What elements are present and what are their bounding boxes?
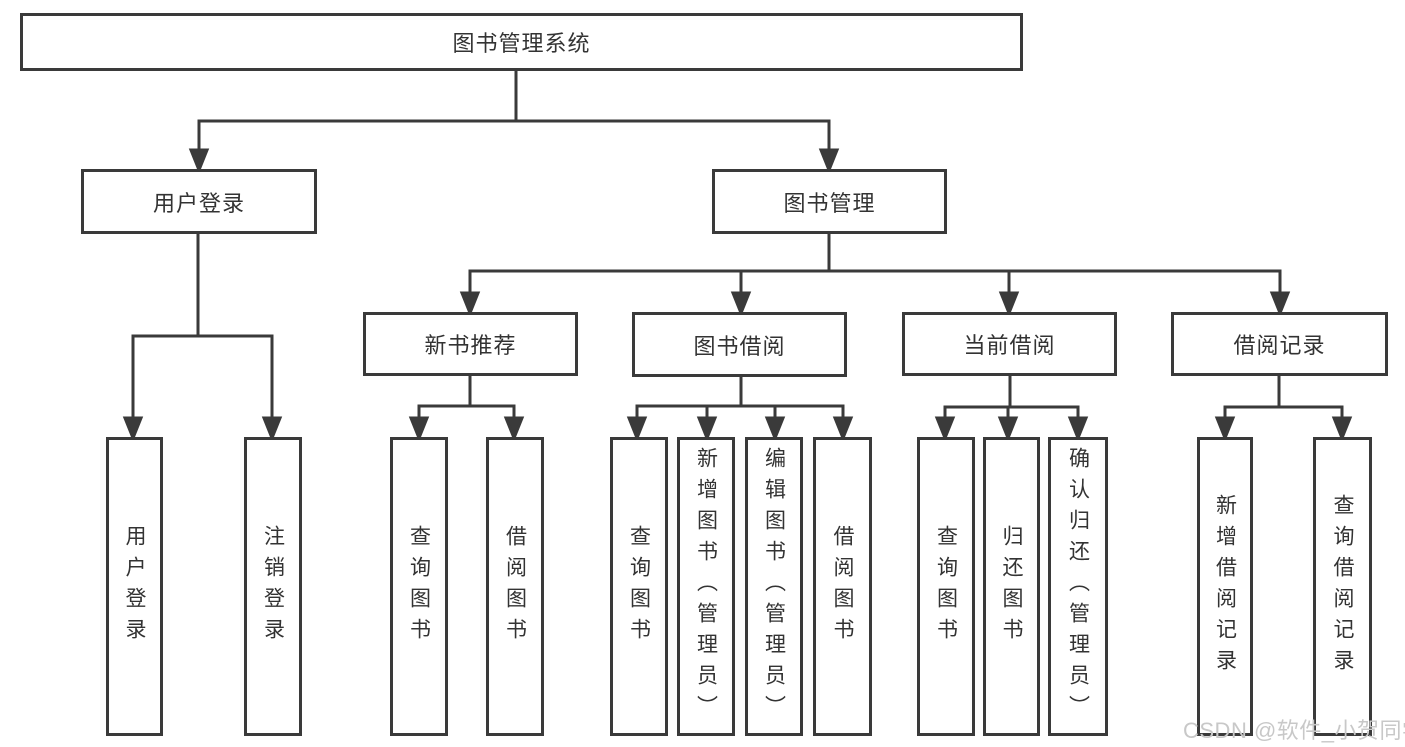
node-user-login: 用户登录 <box>81 169 317 234</box>
node-label: 图书借阅 <box>693 333 786 359</box>
node-label: 借阅记录 <box>1233 333 1326 358</box>
leaf-query-books-recommend: 查询图书 <box>390 437 448 736</box>
leaf-edit-book-admin: 编辑图书（管理员） <box>745 437 803 736</box>
leaf-label: 查询图书 <box>627 524 651 649</box>
leaf-return-books: 归还图书 <box>983 437 1040 736</box>
leaf-label: 查询借阅记录 <box>1331 493 1354 680</box>
leaf-query-books-borrowing: 查询图书 <box>610 437 668 736</box>
leaf-label: 查询图书 <box>407 524 431 649</box>
leaf-label: 借阅图书 <box>503 524 527 649</box>
leaf-label: 查询图书 <box>934 524 958 649</box>
node-label: 图书管理 <box>783 190 876 216</box>
leaf-label: 归还图书 <box>1000 524 1023 649</box>
node-book-management: 图书管理 <box>712 169 947 234</box>
node-borrowing-records: 借阅记录 <box>1171 312 1388 376</box>
node-label: 新书推荐 <box>424 333 517 358</box>
leaf-user-login: 用户登录 <box>106 437 163 736</box>
leaf-confirm-return-admin: 确认归还（管理员） <box>1048 437 1108 736</box>
node-new-book-recommendation: 新书推荐 <box>363 312 578 376</box>
leaf-query-books-current: 查询图书 <box>917 437 975 736</box>
leaf-borrow-books-recommend: 借阅图书 <box>486 437 544 736</box>
node-label: 当前借阅 <box>963 333 1056 358</box>
leaf-borrow-books-borrowing: 借阅图书 <box>813 437 872 736</box>
watermark: CSDN @软件_小贺同学 <box>1183 718 1405 743</box>
node-current-borrowing: 当前借阅 <box>902 312 1117 376</box>
leaf-logout: 注销登录 <box>244 437 302 736</box>
node-label: 用户登录 <box>152 190 245 216</box>
leaf-label: 编辑图书（管理员） <box>762 447 786 726</box>
leaf-label: 确认归还（管理员） <box>1066 447 1090 726</box>
leaf-add-borrow-record: 新增借阅记录 <box>1197 437 1253 736</box>
node-label: 图书管理系统 <box>452 31 591 56</box>
node-library-management-system: 图书管理系统 <box>20 13 1023 71</box>
leaf-label: 注销登录 <box>261 524 285 649</box>
node-book-borrowing: 图书借阅 <box>632 312 847 377</box>
leaf-add-book-admin: 新增图书（管理员） <box>677 437 735 736</box>
leaf-label: 新增图书（管理员） <box>694 447 718 726</box>
leaf-label: 用户登录 <box>123 524 146 649</box>
leaf-label: 借阅图书 <box>831 524 854 649</box>
leaf-query-borrow-record: 查询借阅记录 <box>1313 437 1372 736</box>
leaf-label: 新增借阅记录 <box>1213 493 1237 680</box>
